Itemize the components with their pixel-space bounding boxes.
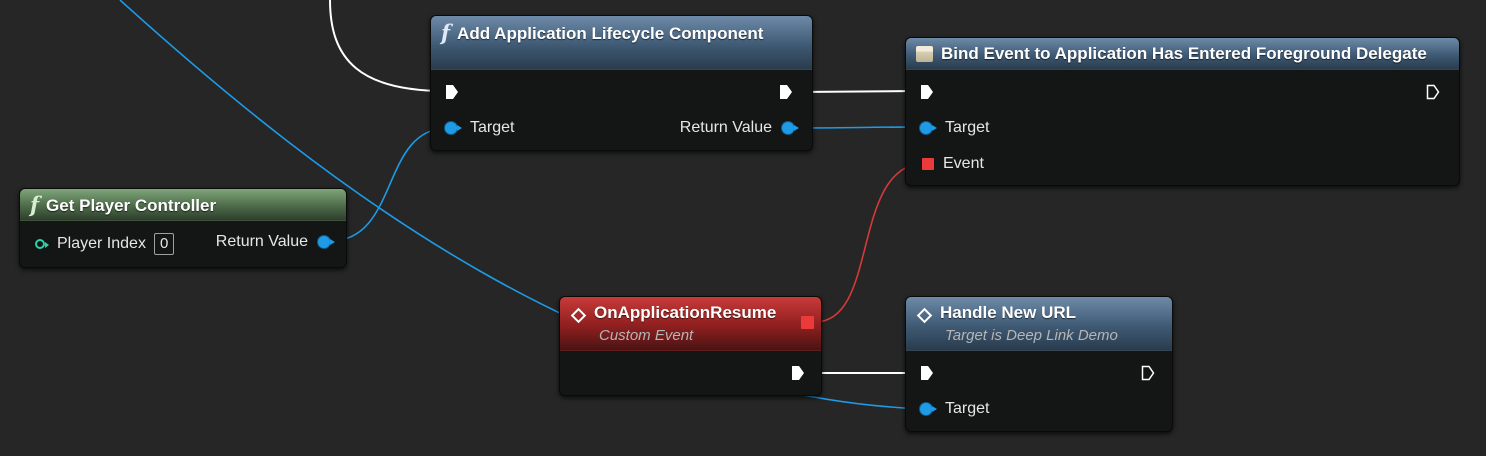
player-index-input-pin[interactable]: Player Index 0 [35,233,175,255]
pin-label: Player Index [57,235,146,252]
exec-pin-icon [779,84,793,100]
node-handle-new-url[interactable]: Handle New URL Target is Deep Link Demo … [905,296,1173,432]
node-title: OnApplicationResume [594,303,777,322]
event-delegate-input-pin[interactable]: Event [922,156,984,172]
return-value-output-pin[interactable]: Return Value [215,233,335,250]
node-header[interactable]: f Get Player Controller [20,189,346,221]
object-pin-icon [920,122,937,134]
return-value-output-pin[interactable]: Return Value [679,119,799,136]
exec-wire-into-add-lifecycle [329,0,447,92]
function-icon: f [441,20,451,45]
node-header[interactable]: Handle New URL Target is Deep Link Demo [906,297,1172,351]
object-pin-icon [782,122,799,134]
custom-event-icon [570,307,587,323]
output-delegate-pin[interactable] [801,316,814,329]
node-title: Handle New URL [940,303,1077,322]
node-subtitle: Custom Event [599,327,694,344]
exec-pin-icon [1141,365,1155,381]
target-input-pin[interactable]: Target [920,401,989,417]
pin-label: Target [470,119,515,136]
pin-label: Target [945,400,990,417]
exec-in-pin[interactable] [445,84,459,100]
exec-pin-icon [791,365,805,381]
pin-label: Event [943,155,984,172]
delegate-pin-icon [801,316,814,329]
integer-pin-icon [35,239,49,249]
exec-out-pin[interactable] [1141,365,1155,381]
node-bind-event-foreground-delegate[interactable]: Bind Event to Application Has Entered Fo… [905,37,1460,186]
node-get-player-controller[interactable]: f Get Player Controller Player Index 0 R… [19,188,347,268]
exec-pin-icon [1426,84,1440,100]
exec-pin-icon [920,84,934,100]
exec-out-pin[interactable] [791,365,805,381]
pin-label: Target [945,119,990,136]
object-pin-icon [445,122,462,134]
pin-label: Return Value [679,119,772,136]
exec-in-pin[interactable] [920,84,934,100]
object-pin-icon [920,403,937,415]
node-title: Get Player Controller [46,196,217,215]
function-icon: f [30,192,40,217]
function-call-icon [916,307,933,323]
exec-wire-add-to-bind [799,90,919,93]
node-header[interactable]: f Add Application Lifecycle Component [431,16,812,70]
exec-in-pin[interactable] [920,365,934,381]
node-subtitle: Target is Deep Link Demo [945,327,1118,344]
pin-label: Return Value [215,233,308,250]
node-add-application-lifecycle-component[interactable]: f Add Application Lifecycle Component Ta… [430,15,813,151]
player-index-value-field[interactable]: 0 [153,233,175,255]
exec-pin-icon [920,365,934,381]
object-wire-return-to-bind-target [796,126,923,129]
delegate-pin-icon [922,158,934,170]
node-on-application-resume[interactable]: OnApplicationResume Custom Event [559,296,822,396]
exec-out-pin[interactable] [779,84,793,100]
node-header[interactable]: Bind Event to Application Has Entered Fo… [906,38,1459,70]
object-pin-icon [318,236,335,248]
node-title: Bind Event to Application Has Entered Fo… [941,44,1427,63]
exec-pin-icon [445,84,459,100]
bind-event-icon [916,46,933,62]
target-input-pin[interactable]: Target [445,120,514,136]
node-title: Add Application Lifecycle Component [457,24,764,43]
node-header[interactable]: OnApplicationResume Custom Event [560,297,821,351]
target-input-pin[interactable]: Target [920,120,989,136]
exec-out-pin[interactable] [1426,84,1440,100]
